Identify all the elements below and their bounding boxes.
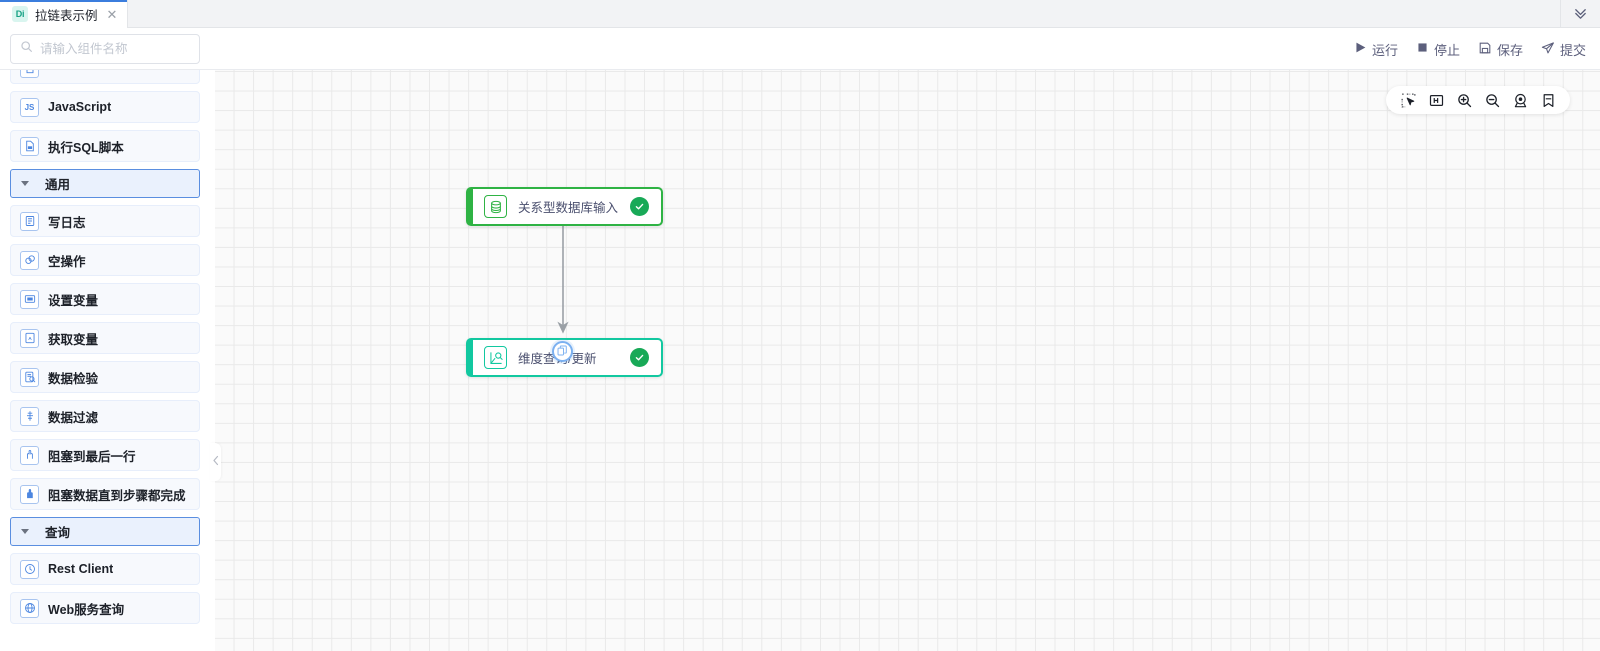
palette-item-partial[interactable] [10,70,200,84]
canvas-left-gutter [210,70,215,651]
close-icon[interactable]: ✕ [106,6,118,22]
tab-bar: Di 拉链表示例 ✕ [0,0,1600,28]
palette-item-Web服务查询[interactable]: Web服务查询 [10,592,200,624]
palette-item-数据过滤[interactable]: 数据过滤 [10,400,200,432]
run-label: 运行 [1371,42,1398,58]
palette-item-阻塞到最后一行[interactable]: 阻塞到最后一行 [10,439,200,471]
palette-item-label: 阻塞数据直到步骤都完成 [48,488,186,503]
palette-item-执行SQL脚本[interactable]: 执行SQL脚本 [10,130,200,162]
zoom-in-icon[interactable] [1450,87,1478,113]
tab-type-badge: Di [12,6,28,22]
editor-actions: 运行 停止 保存 [1354,28,1586,70]
js-icon: JS [20,97,39,117]
tab-title: 拉链表示例 [35,8,98,23]
stop-button[interactable]: 停止 [1416,40,1460,59]
palette-item-Rest Client[interactable]: Rest Client [10,553,200,585]
send-icon [1541,41,1555,58]
rest-client-icon [20,559,39,579]
palette-item-label: JavaScript [48,100,112,114]
sql-file-icon [20,136,39,156]
block-last-row-icon [20,445,39,465]
palette-item-获取变量[interactable]: A 获取变量 [10,322,200,354]
chevron-left-icon [212,453,220,471]
save-label: 保存 [1496,42,1523,58]
get-variable-icon: A [20,328,39,348]
tab-拉链表示例[interactable]: Di 拉链表示例 ✕ [0,0,129,28]
status-badge-success [630,197,649,216]
palette-item-写日志[interactable]: 写日志 [10,205,200,237]
palette-item-label: 执行SQL脚本 [48,140,124,155]
bookmark-icon[interactable] [1534,87,1562,113]
log-icon [20,211,39,231]
palette-item-label: 阻塞到最后一行 [48,449,136,464]
svg-text:A: A [28,336,32,342]
palette-item-label: 空操作 [48,254,86,269]
palette-item-label: 数据过滤 [48,410,99,425]
locate-icon[interactable] [1506,87,1534,113]
stop-label: 停止 [1433,42,1460,58]
palette-group-查询[interactable]: 查询 [10,517,200,546]
copy-icon [557,343,568,361]
set-variable-icon [20,289,39,309]
search-box[interactable] [10,34,200,64]
edge-copy-button[interactable] [552,341,573,362]
palette-group-通用[interactable]: 通用 [10,169,200,198]
block-until-done-icon [20,484,39,504]
run-button[interactable]: 运行 [1354,40,1398,59]
palette-item-阻塞数据直到步骤都完成[interactable]: 阻塞数据直到步骤都完成 [10,478,200,510]
caret-down-icon [21,181,29,186]
chevron-double-down-icon[interactable] [1560,0,1600,27]
palette-item-label: 数据检验 [48,371,99,386]
database-icon [484,195,507,218]
status-badge-success [630,348,649,367]
edge-layer [557,226,569,334]
submit-label: 提交 [1559,42,1586,58]
select-cursor-icon[interactable] [1394,87,1422,113]
data-validate-icon [20,367,39,387]
palette-item-label: 写日志 [48,215,86,230]
palette-item-label: Rest Client [48,562,114,576]
node-accent-bar [466,338,473,377]
submit-button[interactable]: 提交 [1541,40,1586,59]
dimension-lookup-icon [484,346,507,369]
zoom-out-icon[interactable] [1478,87,1506,113]
stop-icon [1416,41,1429,57]
palette-item-空操作[interactable]: 空操作 [10,244,200,276]
save-button[interactable]: 保存 [1478,40,1523,59]
node-关系型数据库输入[interactable]: 关系型数据库输入 [466,187,663,226]
script-icon [20,70,39,78]
noop-icon [20,250,39,270]
data-filter-icon [20,406,39,426]
caret-down-icon [21,529,29,534]
palette-item-数据检验[interactable]: 数据检验 [10,361,200,393]
web-service-icon [20,598,39,618]
play-icon [1354,41,1367,57]
node-label: 关系型数据库输入 [518,201,619,215]
canvas-toolbar [1386,86,1570,114]
palette-item-label: Web服务查询 [48,602,125,617]
component-palette[interactable]: JS JavaScript 执行SQL脚本通用写日志空操作设置变量 A 获取变量数据检验… [0,70,210,651]
fit-view-icon[interactable] [1422,87,1450,113]
palette-item-JavaScript[interactable]: JS JavaScript [10,91,200,123]
editor-header: 运行 停止 保存 [0,28,1600,70]
palette-item-设置变量[interactable]: 设置变量 [10,283,200,315]
sidebar-collapse-handle[interactable] [210,443,221,481]
search-icon [20,40,33,58]
palette-group-label: 通用 [45,178,71,192]
search-input[interactable] [40,42,190,56]
flow-canvas[interactable]: 关系型数据库输入 维度查询/更 [215,70,1600,651]
palette-group-label: 查询 [45,526,71,540]
tab-bar-spacer [128,0,1560,27]
palette-item-label: 获取变量 [48,332,99,347]
palette-item-label: 设置变量 [48,293,99,308]
node-accent-bar [466,187,473,226]
save-icon [1478,41,1492,58]
